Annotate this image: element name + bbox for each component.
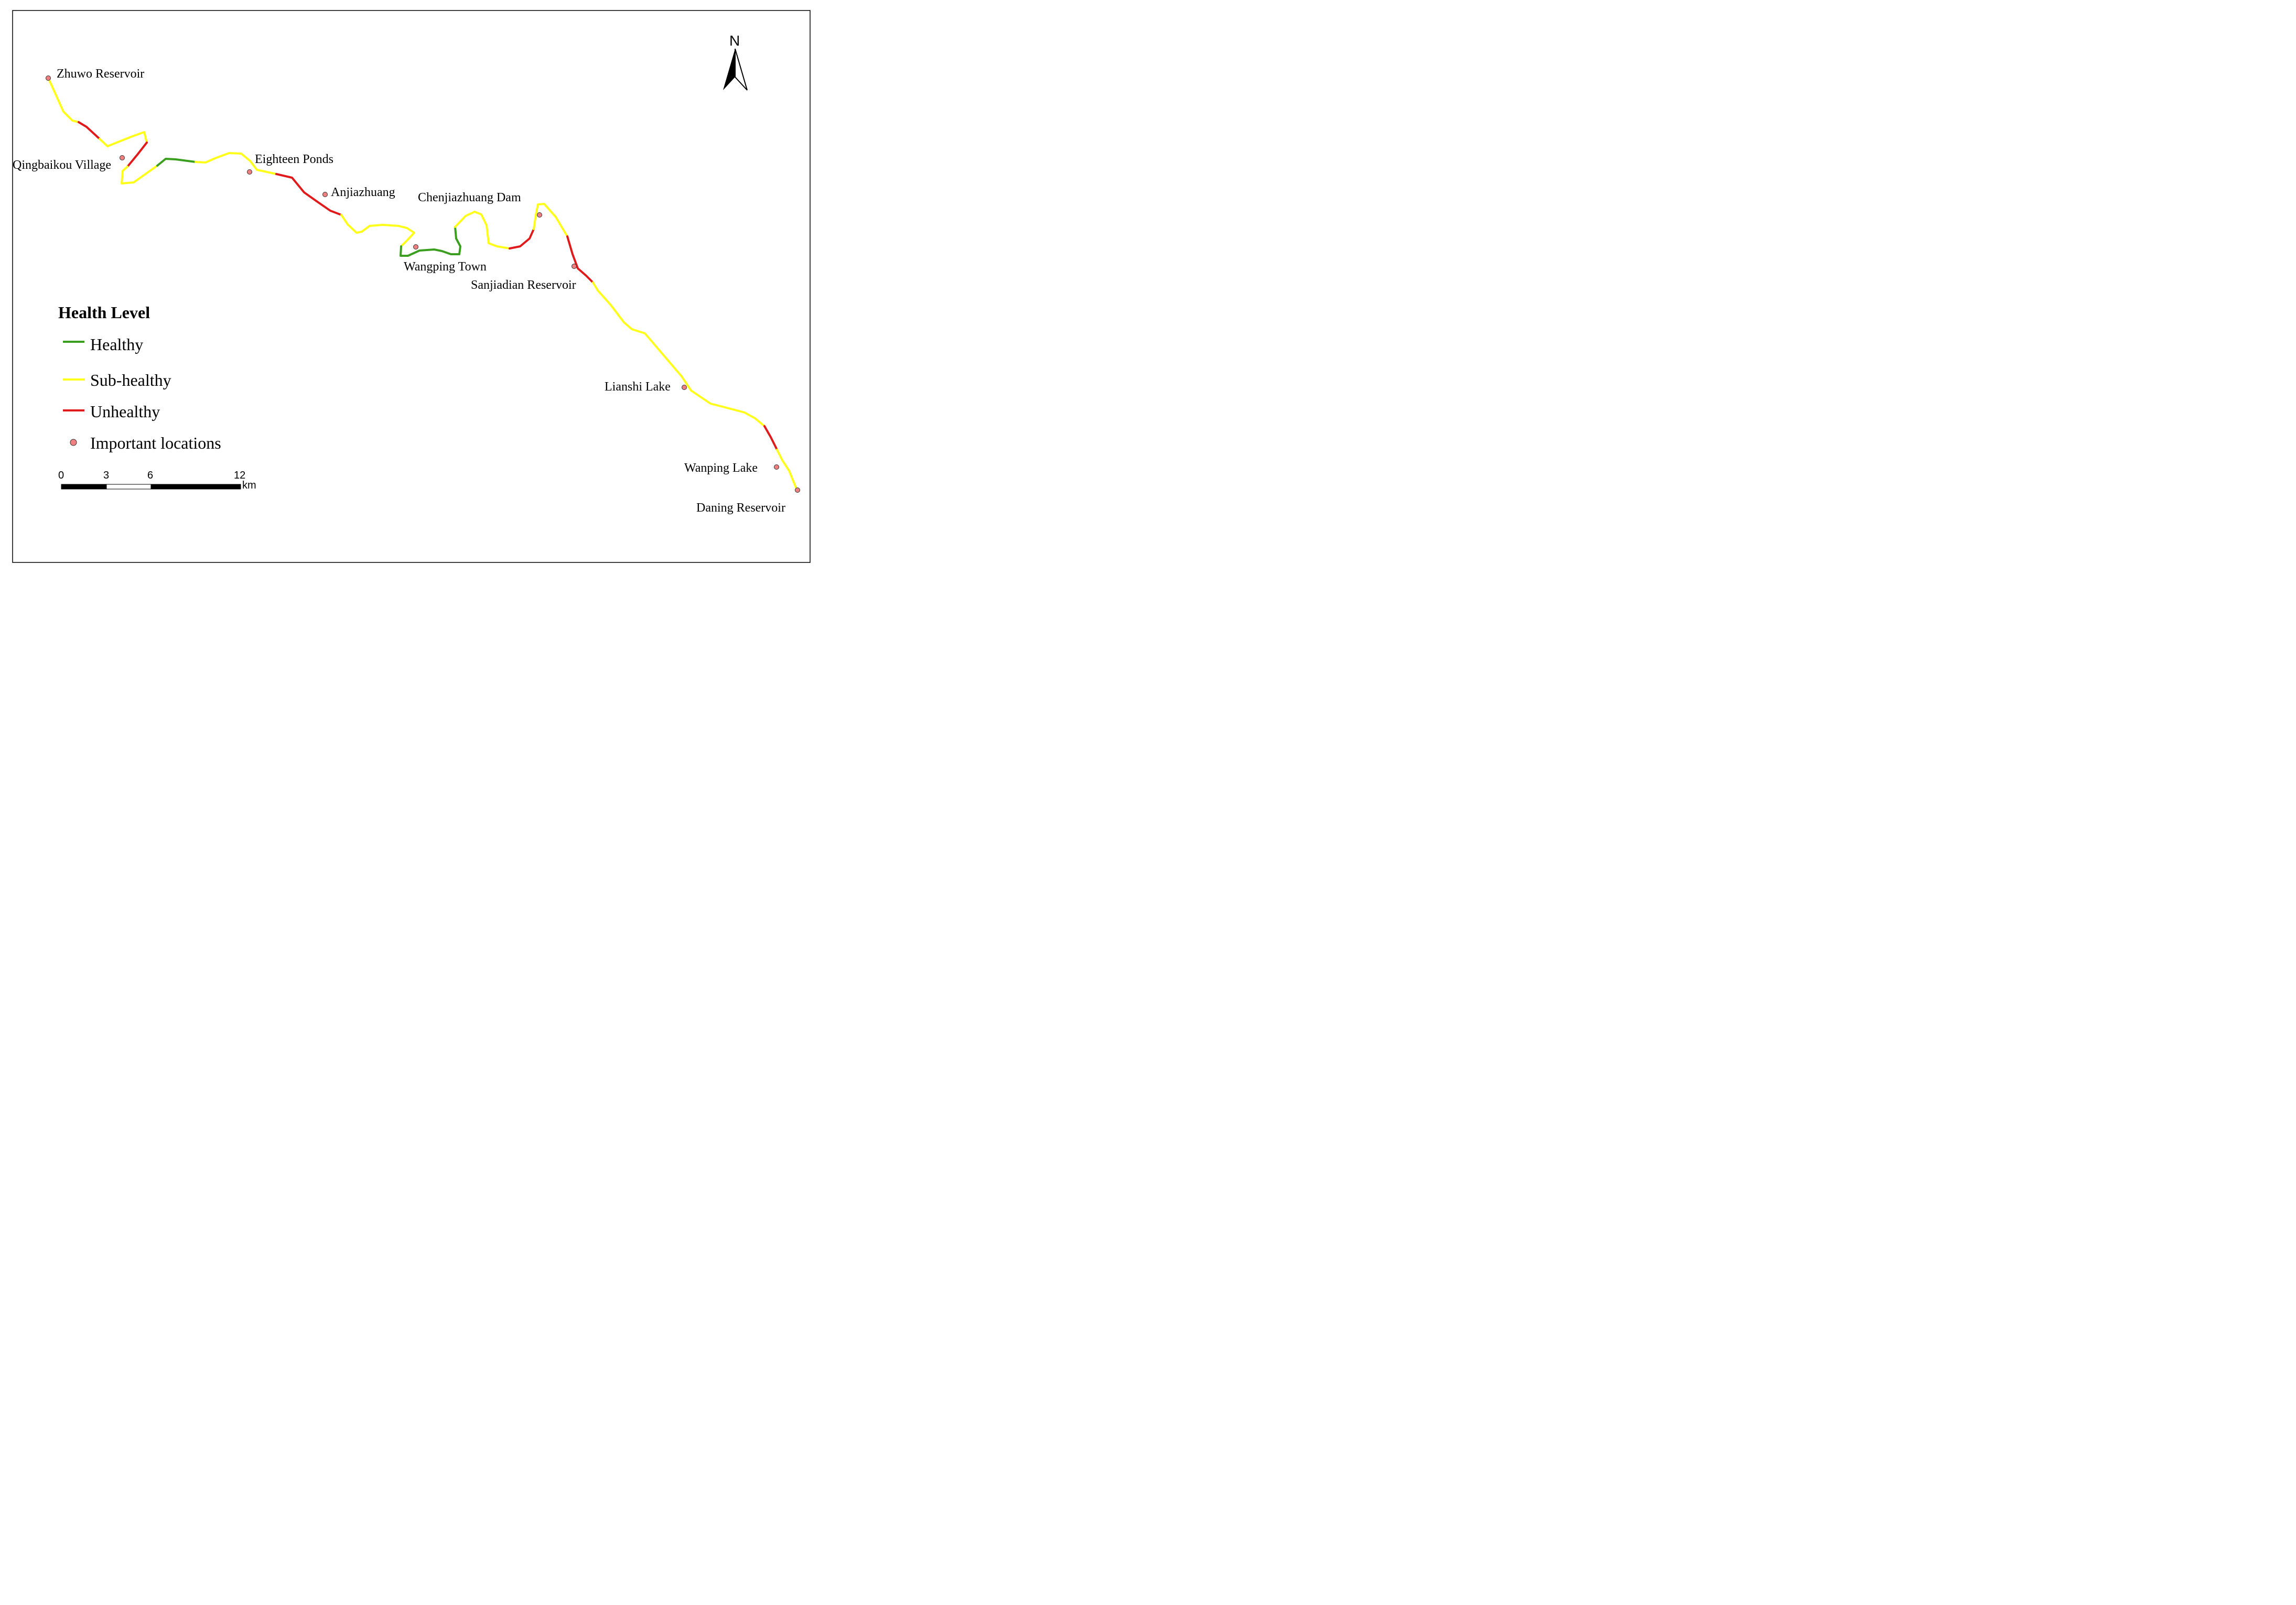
- scale-tick-6: 6: [147, 470, 153, 481]
- river-segment: [78, 121, 101, 140]
- location-label-daning-reservoir: Daning Reservoir: [696, 501, 785, 515]
- scale-tick-3: 3: [103, 470, 109, 481]
- location-point: [46, 75, 51, 81]
- river-segment: [275, 173, 342, 216]
- location-label-wanping-lake: Wanping Lake: [684, 461, 758, 475]
- location-label-chenjiazhuang-dam: Chenjiazhuang Dam: [418, 191, 521, 204]
- location-point: [795, 487, 800, 493]
- location-label-eighteen-ponds: Eighteen Ponds: [255, 153, 333, 166]
- legend-healthy-label: Healthy: [90, 335, 143, 354]
- legend-sub-healthy-label: Sub-healthy: [90, 371, 171, 389]
- location-point: [572, 264, 577, 269]
- legend-location-swatch: [70, 439, 77, 446]
- river-segment: [763, 425, 778, 451]
- location-label-lianshi-lake: Lianshi Lake: [605, 380, 671, 394]
- location-point: [120, 155, 125, 160]
- location-label-anjiazhuang: Anjiazhuang: [331, 186, 395, 199]
- river-segment: [48, 79, 80, 123]
- north-arrow-left-half: [723, 49, 735, 90]
- river-segment: [99, 131, 148, 147]
- river-segment: [533, 203, 568, 237]
- river-segment: [121, 165, 158, 185]
- scale-unit: km: [242, 480, 256, 491]
- river-course: [48, 79, 797, 489]
- location-point: [537, 212, 542, 218]
- river-segment: [156, 158, 197, 167]
- legend-unhealthy-label: Unhealthy: [90, 402, 160, 421]
- legend-locations-label: Important locations: [90, 433, 221, 452]
- location-point: [247, 169, 252, 175]
- scale-bar-segment-black: [150, 484, 241, 490]
- location-point: [413, 244, 418, 250]
- river-segment: [509, 228, 535, 250]
- north-arrow-right-half: [735, 48, 748, 91]
- river-segment: [776, 449, 797, 489]
- river-segment: [126, 142, 148, 168]
- location-point: [774, 464, 779, 470]
- river-segment: [592, 281, 766, 427]
- legend-title: Health Level: [58, 303, 150, 322]
- location-label-qingbaikou-village: Qingbaikou Village: [13, 158, 111, 172]
- river-segment: [566, 235, 594, 284]
- location-label-zhuwo-reservoir: Zhuwo Reservoir: [57, 67, 144, 81]
- river-segment: [195, 152, 277, 175]
- map-frame: [12, 10, 811, 563]
- location-point: [322, 192, 328, 197]
- north-arrow-label: N: [729, 32, 740, 49]
- legend: Health Level Healthy Sub-healthy Unhealt…: [58, 303, 221, 452]
- north-arrow: N: [723, 32, 748, 91]
- location-point: [682, 385, 687, 390]
- river-segment: [454, 211, 511, 250]
- scale-tick-12: 12: [234, 470, 245, 481]
- important-locations: Zhuwo Reservoir Qingbaikou Village Eight…: [13, 67, 800, 515]
- river-segment: [400, 226, 461, 257]
- scale-bar: 0 3 6 12 km: [58, 470, 256, 491]
- river-health-map: Zhuwo Reservoir Qingbaikou Village Eight…: [12, 10, 811, 563]
- river-segment: [340, 214, 415, 247]
- location-label-wangping-town: Wangping Town: [404, 260, 487, 274]
- scale-tick-0: 0: [58, 470, 64, 481]
- scale-bar-segment-black: [61, 484, 107, 490]
- location-label-sanjiadian-reservoir: Sanjiadian Reservoir: [471, 278, 576, 292]
- scale-bar-segment-white: [106, 484, 152, 490]
